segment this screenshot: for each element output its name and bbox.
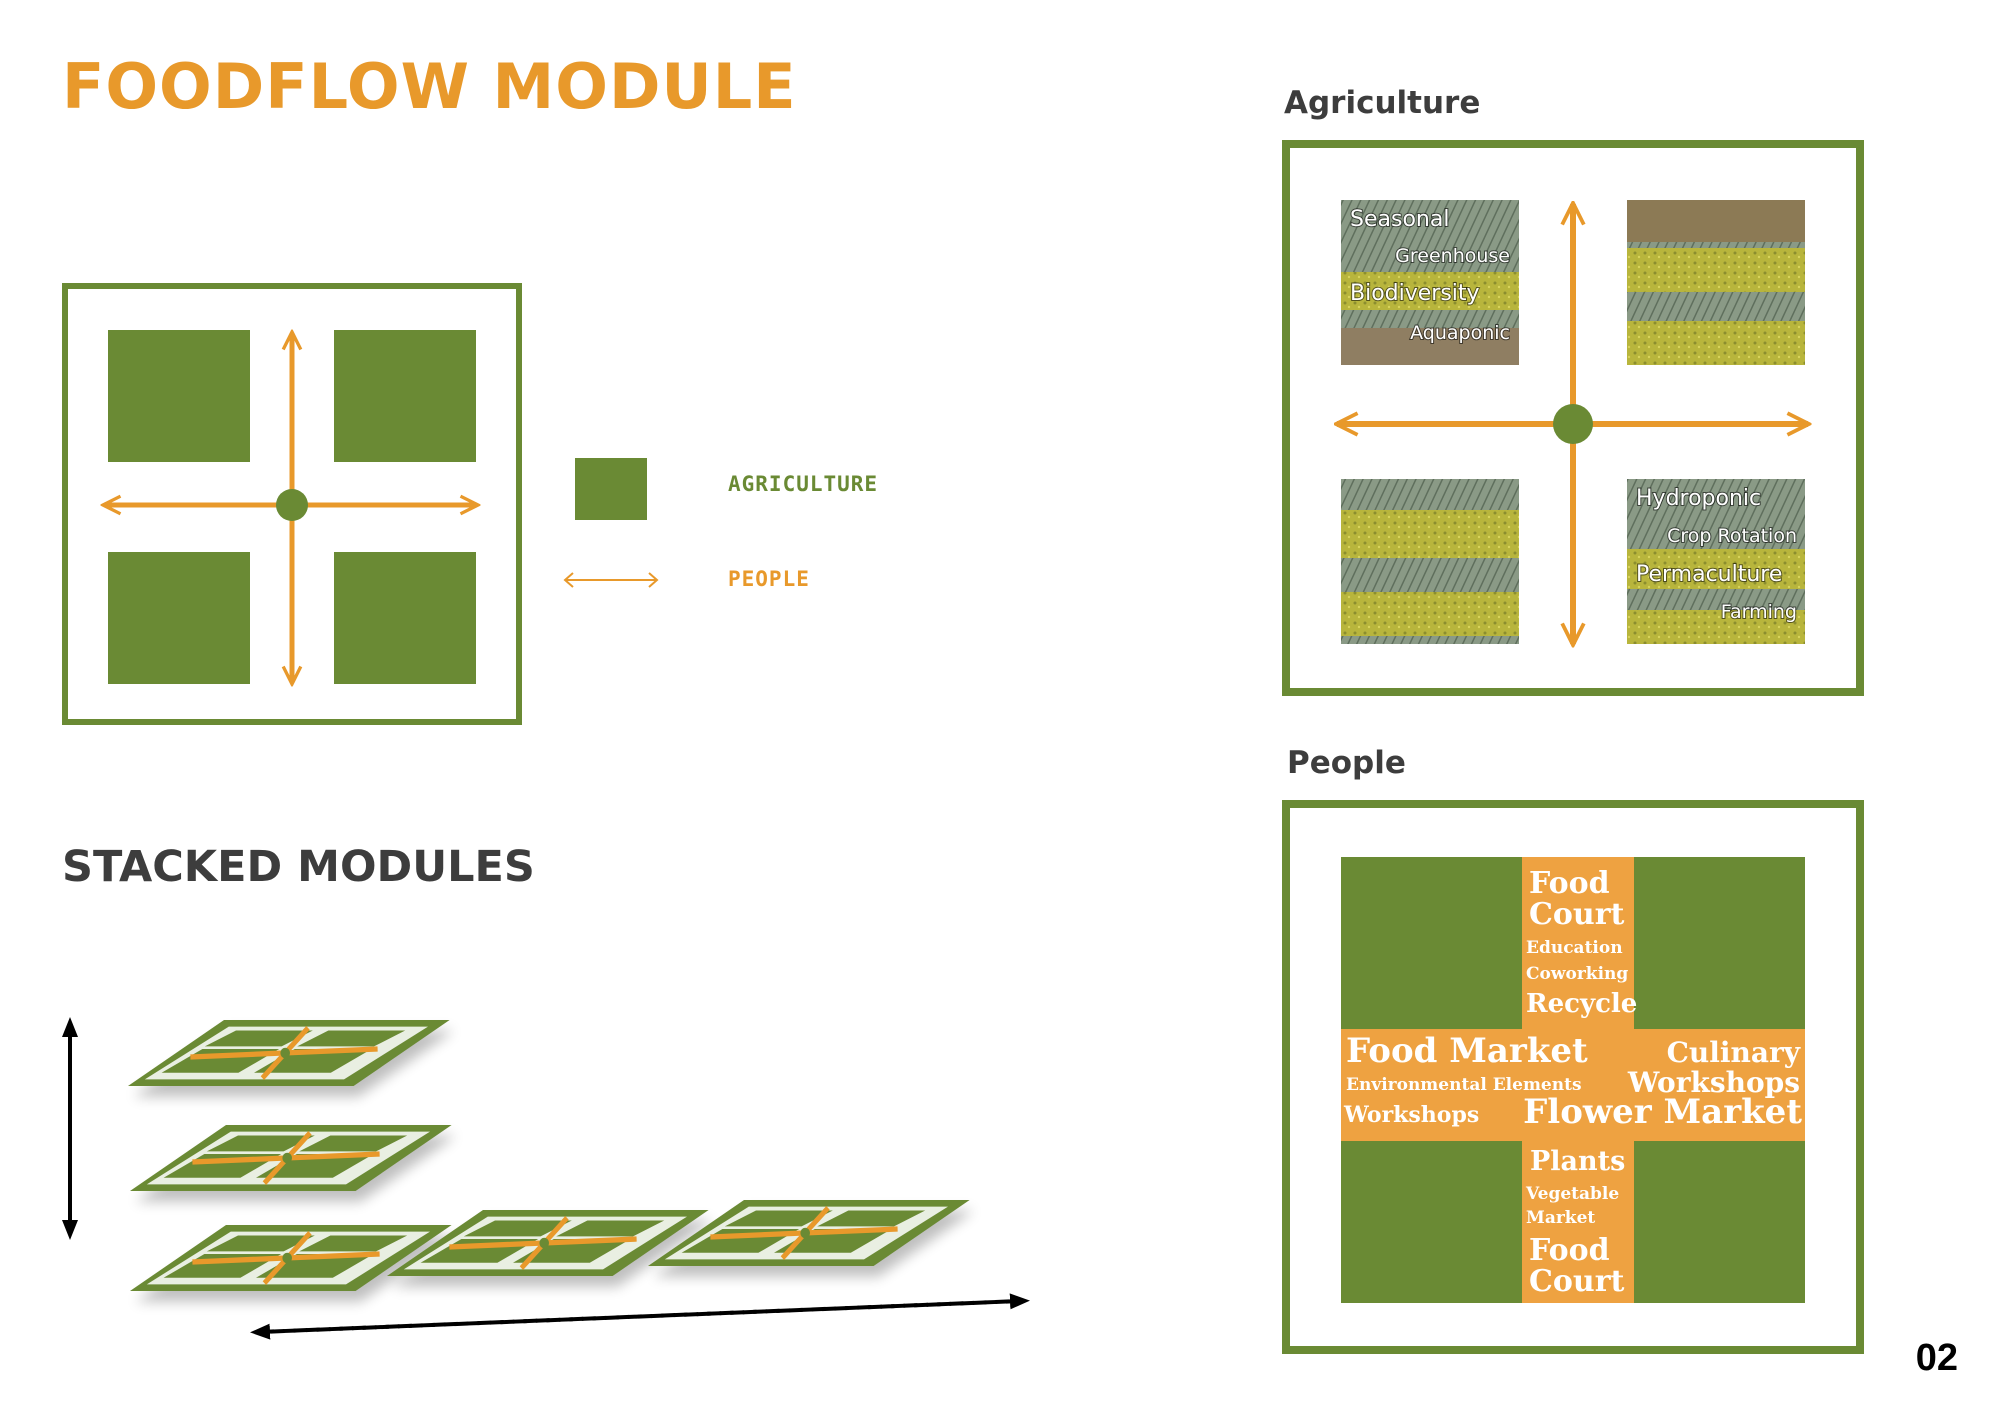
word-recycle: Recycle [1526,989,1637,1019]
word-vegetable: Vegetable [1525,1184,1619,1204]
agriculture-plot-top-left [108,330,250,462]
legend-people-arrow [563,572,659,588]
horizontal-stack-arrow-right [259,1293,1030,1334]
label-crop-rotation: Crop Rotation [1667,525,1797,547]
agriculture-heading: Agriculture [1284,85,1481,121]
page-title: FOODFLOW MODULE [62,50,797,123]
word-market: Market [1526,1208,1595,1228]
center-node [276,489,308,521]
word-food-bottom: Food [1529,1233,1610,1268]
word-culinary: Culinary [1667,1036,1801,1069]
stacked-modules-diagram [62,1017,1030,1340]
agriculture-plot-top-right [334,330,476,462]
people-horizontal-band [1341,1029,1805,1141]
label-greenhouse: Greenhouse [1395,245,1510,267]
word-coworking: Coworking [1526,964,1628,984]
word-court-top: Court [1529,897,1625,932]
label-aquaponic: Aquaponic [1410,322,1510,344]
field-tile-top-right [1627,200,1805,365]
word-court-bottom: Court [1529,1264,1625,1299]
word-food-market: Food Market [1346,1031,1588,1071]
stacked-tile-middle [130,1125,456,1202]
field-tile-top-left: Seasonal Greenhouse Biodiversity Aquapon… [1341,200,1519,365]
word-food-top: Food [1529,866,1610,901]
legend-people-label: PEOPLE [728,567,810,591]
foodflow-module-diagram [62,283,522,725]
word-flower-market: Flower Market [1523,1092,1802,1132]
word-workshops-right: Workshops [1627,1066,1800,1099]
stacked-modules-title: STACKED MODULES [62,842,535,892]
agriculture-panel: Seasonal Greenhouse Biodiversity Aquapon… [1282,140,1864,696]
word-plants: Plants [1530,1146,1625,1177]
legend-agriculture-label: AGRICULTURE [728,472,879,496]
people-heading: People [1287,745,1406,781]
word-workshops-left: Workshops [1343,1102,1479,1128]
label-farming: Farming [1721,601,1797,623]
legend-agriculture-swatch [575,458,647,520]
word-environmental-elements: Environmental Elements [1346,1075,1582,1095]
stacked-tile-top [128,1020,454,1097]
label-hydroponic: Hydroponic [1636,486,1761,511]
label-seasonal: Seasonal [1350,207,1449,232]
page-number: 02 [1915,1337,1958,1379]
field-tile-bottom-left [1341,479,1519,644]
agriculture-plot-bottom-right [334,552,476,684]
people-panel: Food Court Education Coworking Recycle F… [1282,800,1864,1354]
word-education: Education [1526,938,1623,958]
label-permaculture: Permaculture [1636,562,1782,587]
field-tile-bottom-right: Hydroponic Crop Rotation Permaculture Fa… [1627,479,1805,644]
agriculture-plot-bottom-left [108,552,250,684]
agri-center-node [1553,404,1593,444]
label-biodiversity: Biodiversity [1350,281,1480,306]
